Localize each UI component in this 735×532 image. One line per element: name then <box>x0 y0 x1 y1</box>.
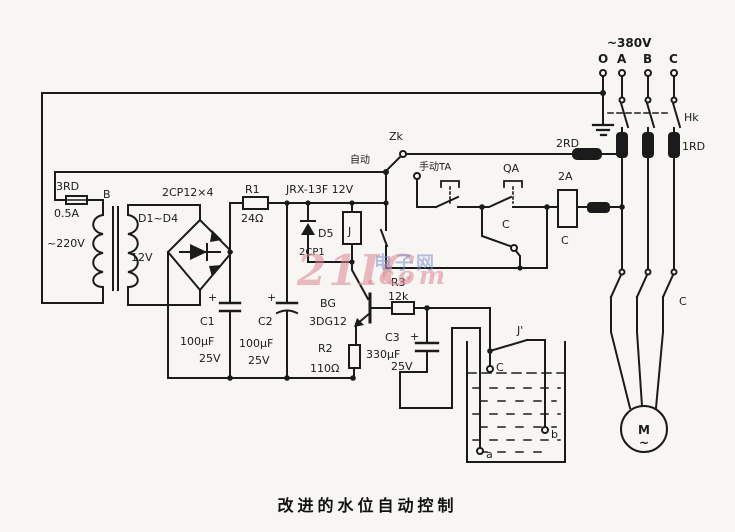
button-ta-icon <box>434 180 483 209</box>
label-fuse-2rd: 2RD <box>556 137 579 150</box>
electrode-a-wire <box>399 327 481 409</box>
fuse-1rd-icons <box>616 132 680 158</box>
transformer-core <box>112 206 119 291</box>
contactor-main-contacts <box>609 268 678 299</box>
control-return-wire <box>385 206 548 269</box>
water-tank <box>466 307 566 463</box>
label-selfhold-c: C <box>502 218 510 231</box>
selfhold-contact-c <box>481 206 521 269</box>
label-r1: R1 <box>245 183 260 196</box>
d5-diode-icon <box>300 202 353 263</box>
dc-filter-section <box>167 196 387 379</box>
r3-icon <box>391 301 415 315</box>
fuse-2rd-icon <box>572 148 602 160</box>
label-fuse-3rd-rating: 0.5A <box>54 207 79 220</box>
label-r2-value: 110Ω <box>310 362 339 375</box>
motor-icon <box>620 405 668 453</box>
r1-icon <box>242 196 269 210</box>
diagram-title: 改进的水位自动控制 <box>277 496 458 515</box>
label-d5-model: 2CP1 <box>299 247 325 258</box>
primary-winding-icon <box>92 213 105 289</box>
label-motor-ac: ~ <box>639 436 649 450</box>
label-main-c: C <box>679 295 687 308</box>
label-c3-voltage: 25V <box>391 360 413 373</box>
label-fuse-2rd-rating: 2A <box>558 170 573 183</box>
label-fuse-3rd: 3RD <box>56 180 79 193</box>
label-zk: Zk <box>389 130 404 143</box>
label-relay-coil-j: J <box>347 225 351 238</box>
relay-coil-icon <box>342 211 362 245</box>
c1-icon <box>218 301 242 379</box>
relay-section <box>300 202 362 263</box>
label-c2-voltage: 25V <box>248 354 270 367</box>
transistor-section <box>348 261 491 409</box>
c3-polarity: + <box>410 330 419 343</box>
button-qa-icon <box>481 180 559 208</box>
electrode-a-tip <box>476 447 484 455</box>
label-motor-m: M <box>638 423 650 437</box>
label-d5: D5 <box>318 227 333 240</box>
relay-contact-jprime <box>488 338 546 428</box>
zk-arm <box>385 155 402 172</box>
r2-icon <box>348 344 361 369</box>
label-r1-value: 24Ω <box>241 212 263 225</box>
c3-icon <box>414 307 440 373</box>
fuse-3rd-icon <box>65 195 88 205</box>
label-rectifier-diodes: D1~D4 <box>138 212 178 225</box>
label-transistor-bg: BG <box>320 297 336 310</box>
label-c2-value: 100μF <box>239 337 273 350</box>
c2-icon <box>275 202 299 379</box>
label-c3: C3 <box>385 331 400 344</box>
label-electrode-c: C <box>496 361 504 374</box>
label-phase-a: A <box>617 52 627 66</box>
label-c1-voltage: 25V <box>199 352 221 365</box>
label-c1-value: 100μF <box>180 335 214 348</box>
electrode-b-tip <box>541 426 549 434</box>
c2-polarity: + <box>267 291 276 304</box>
label-qa: QA <box>503 162 520 175</box>
label-r3-value: 12k <box>388 290 409 303</box>
label-hk: Hk <box>684 111 699 124</box>
label-relay-model: JRX-13F 12V <box>285 183 354 196</box>
label-c3-value: 330μF <box>366 348 400 361</box>
label-c2: C2 <box>258 315 273 328</box>
label-fuse-1rd: 1RD <box>682 140 705 153</box>
label-c1: C1 <box>200 315 215 328</box>
label-phase-b: B <box>643 52 652 66</box>
label-supply-voltage: ~380V <box>607 36 652 50</box>
schematic-labels: ~380V O A B C Hk 1RD 2RD 2A Zk 自动 手动TA Q… <box>47 36 705 461</box>
coil-fuse-icon <box>587 202 610 213</box>
label-manual-ta: 手动TA <box>419 160 451 173</box>
label-rectifier-model: 2CP12×4 <box>162 186 214 199</box>
label-r3: R3 <box>391 276 406 289</box>
junction-dots <box>227 90 625 381</box>
rectifier-bridge <box>166 202 234 379</box>
label-transformer-b: B <box>103 188 111 201</box>
contactor-coil-icon <box>557 189 578 228</box>
tank-walls <box>466 341 566 463</box>
label-coil-c: C <box>561 234 569 247</box>
transformer-section <box>41 92 201 306</box>
label-r2: R2 <box>318 342 333 355</box>
label-phase-o: O <box>598 52 608 66</box>
earth-ground-icon <box>591 123 615 137</box>
knife-switch-hk <box>607 75 682 134</box>
label-mains: ~220V <box>47 237 85 250</box>
motor-branch <box>609 268 678 453</box>
label-transistor-model: 3DG12 <box>309 315 347 328</box>
electrode-c-tip <box>486 365 494 373</box>
label-secondary-voltage: 12V <box>131 251 153 264</box>
control-section <box>54 148 623 269</box>
label-electrode-a: a <box>486 448 493 461</box>
secondary-winding-icon <box>126 213 139 289</box>
label-relay-contact-jprime: J' <box>516 324 523 337</box>
c1-polarity: + <box>208 291 217 304</box>
power-supply-section <box>41 69 682 270</box>
label-electrode-b: b <box>551 428 558 441</box>
relay-contact-j <box>379 171 389 269</box>
label-auto: 自动 <box>350 153 370 166</box>
label-phase-c: C <box>669 52 678 66</box>
